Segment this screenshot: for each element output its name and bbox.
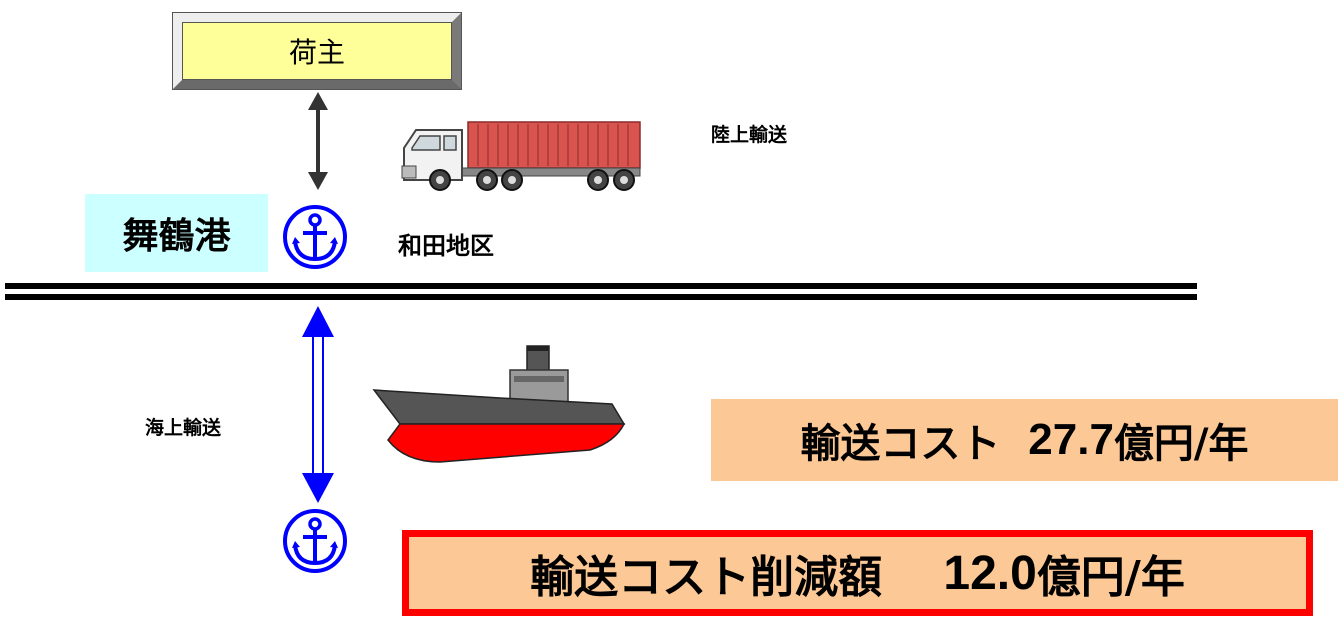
cost-unit: 億円/年	[1113, 421, 1249, 467]
truck-icon	[401, 121, 641, 191]
ship-icon	[372, 345, 626, 463]
land-transport-arrow	[308, 92, 328, 190]
sea-transport-label: 海上輸送	[145, 417, 222, 439]
district-label: 和田地区	[398, 232, 494, 260]
reduction-label: 輸送コスト削減額	[530, 552, 883, 603]
anchor-icon	[283, 205, 347, 269]
reduction-value: 12.0	[943, 546, 1037, 600]
cost-value: 27.7	[1028, 415, 1114, 464]
reduction-unit: 億円/年	[1036, 552, 1185, 603]
cost-label: 輸送コスト	[800, 421, 1001, 467]
anchor-icon	[283, 509, 347, 573]
land-transport-label: 陸上輸送	[711, 124, 788, 146]
shipper-box: 荷主	[172, 12, 462, 90]
port-name-label: 舞鶴港	[85, 194, 268, 272]
coastline	[5, 283, 1197, 300]
sea-transport-arrow	[302, 306, 334, 503]
shipper-label: 荷主	[182, 22, 452, 80]
